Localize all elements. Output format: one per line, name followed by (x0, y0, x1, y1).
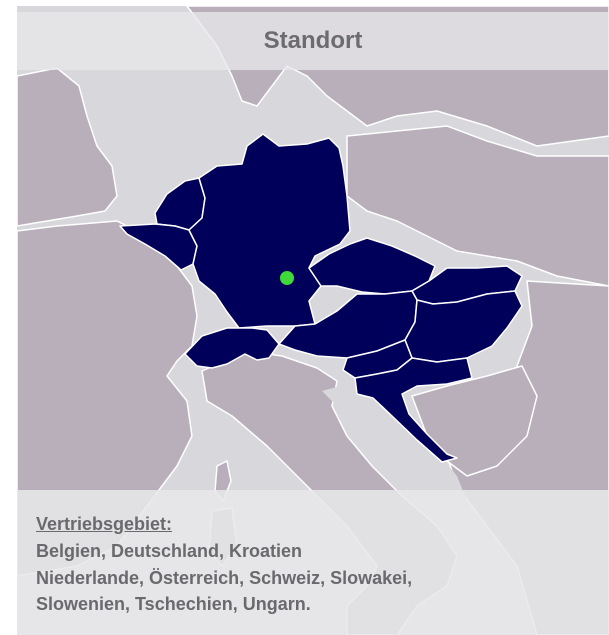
region-ungarn (404, 290, 523, 363)
land-east-north (346, 125, 609, 287)
location-dot-icon (280, 271, 294, 285)
map-frame: Standort Vertriebsgebiet: Belgien, Deuts… (17, 6, 609, 635)
sales-area-panel: Vertriebsgebiet: Belgien, Deutschland, K… (17, 490, 609, 635)
sales-area-line: Slowenien, Tschechien, Ungarn. (36, 594, 311, 614)
region-schweiz (184, 327, 280, 369)
sales-area-heading: Vertriebsgebiet: (36, 514, 173, 534)
sales-area-line: Belgien, Deutschland, Kroatien (36, 541, 303, 561)
europe-map (17, 6, 609, 635)
page-title: Standort (17, 12, 609, 70)
sea-adriatic (322, 384, 467, 506)
region-kroatien (354, 357, 473, 463)
region-tschechien (308, 237, 436, 295)
region-deutschland (188, 133, 351, 329)
sales-area-line: Niederlande, Österreich, Schweiz, Slowak… (36, 568, 413, 588)
sales-territory (119, 133, 523, 463)
land-great-britain (17, 67, 118, 227)
